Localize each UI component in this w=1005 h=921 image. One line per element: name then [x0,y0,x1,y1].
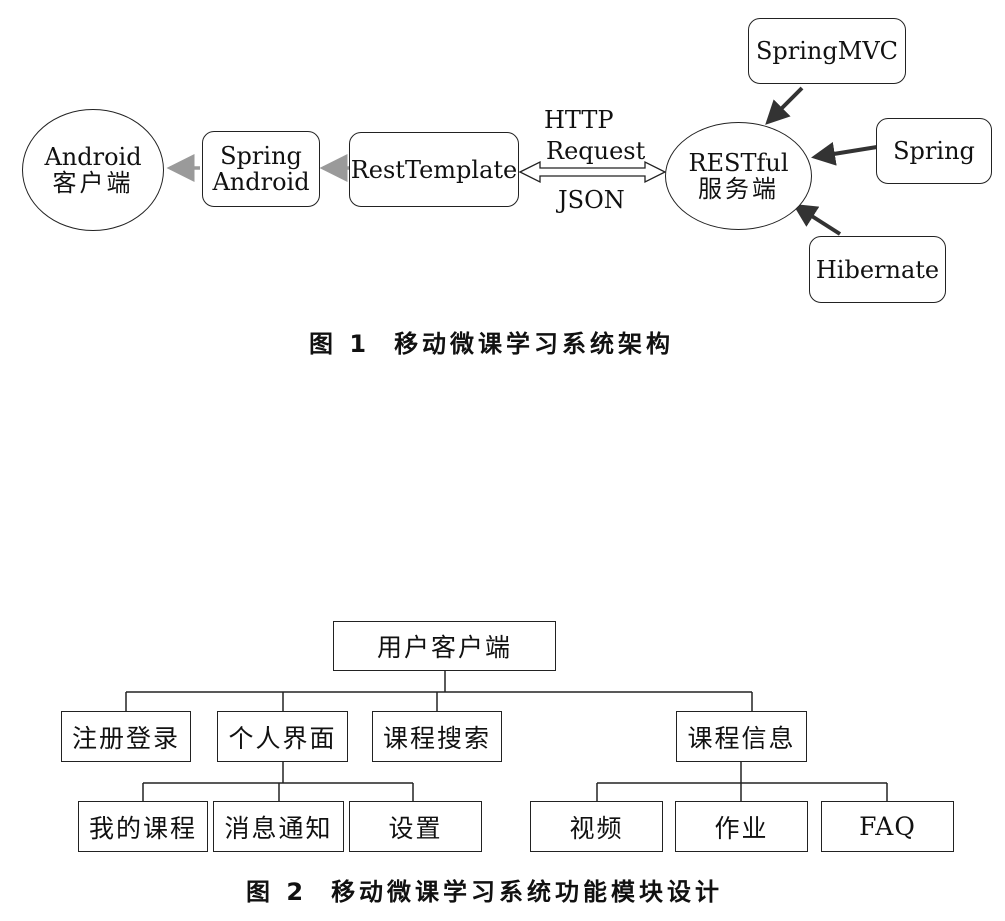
course-info-label: 课程信息 [687,723,796,753]
settings-label: 设置 [388,813,443,843]
notifications-label: 消息通知 [224,813,333,843]
course-info-node: 课程信息 [676,711,807,762]
spring-android-line1: Spring [220,142,302,170]
faq-label: FAQ [859,812,916,841]
root-user-client-node: 用户客户端 [333,621,556,671]
spring-label: Spring [893,137,975,165]
homework-label: 作业 [714,813,769,843]
personal-page-label: 个人界面 [228,723,337,753]
video-node: 视频 [530,801,663,852]
figure2-caption: 图 2 移动微课学习系统功能模块设计 [246,872,723,907]
notifications-node: 消息通知 [213,801,344,852]
video-label: 视频 [569,813,624,843]
settings-node: 设置 [349,801,482,852]
figure1-caption: 图 1 移动微课学习系统架构 [309,324,674,359]
faq-node: FAQ [821,801,954,852]
arrow-hibernate-to-restful [792,203,842,236]
figure1-caption-title: 移动微课学习系统架构 [394,330,675,358]
my-courses-label: 我的课程 [88,813,197,843]
course-search-label: 课程搜索 [382,723,491,753]
resttemplate-label: RestTemplate [350,155,518,184]
arrow-spring-to-restful [811,141,878,166]
register-login-node: 注册登录 [61,711,191,762]
tree-connectors [125,671,888,801]
my-courses-node: 我的课程 [78,801,208,852]
hibernate-node: Hibernate [809,236,946,303]
course-search-node: 课程搜索 [372,711,502,762]
arrow-springmvc-to-restful [765,86,804,125]
spring-android-node: Spring Android [202,131,320,207]
restful-server-line1: RESTful [688,149,789,177]
spring-node: Spring [876,118,992,184]
android-client-node: Android 客户端 [22,109,164,231]
spring-android-line2: Android [212,168,310,196]
figure2-caption-title: 移动微课学习系统功能模块设计 [331,878,724,906]
register-login-label: 注册登录 [71,723,180,753]
personal-page-node: 个人界面 [217,711,348,762]
figure1-caption-number: 图 1 [309,330,371,358]
figure2-caption-number: 图 2 [246,878,308,906]
restful-server-node: RESTful 服务端 [665,122,812,230]
springmvc-node: SpringMVC [748,18,906,84]
restful-server-line2: 服务端 [698,175,779,203]
resttemplate-node: RestTemplate [349,132,519,207]
android-client-line1: Android [44,143,142,171]
homework-node: 作业 [675,801,808,852]
hibernate-label: Hibernate [815,255,940,284]
double-arrow-http-json [518,160,667,184]
http-label: HTTP [544,106,614,134]
root-user-client-label: 用户客户端 [376,633,512,662]
request-label: Request [546,137,646,165]
json-label: JSON [558,186,625,214]
android-client-line2: 客户端 [52,169,134,197]
springmvc-label: SpringMVC [755,37,899,65]
